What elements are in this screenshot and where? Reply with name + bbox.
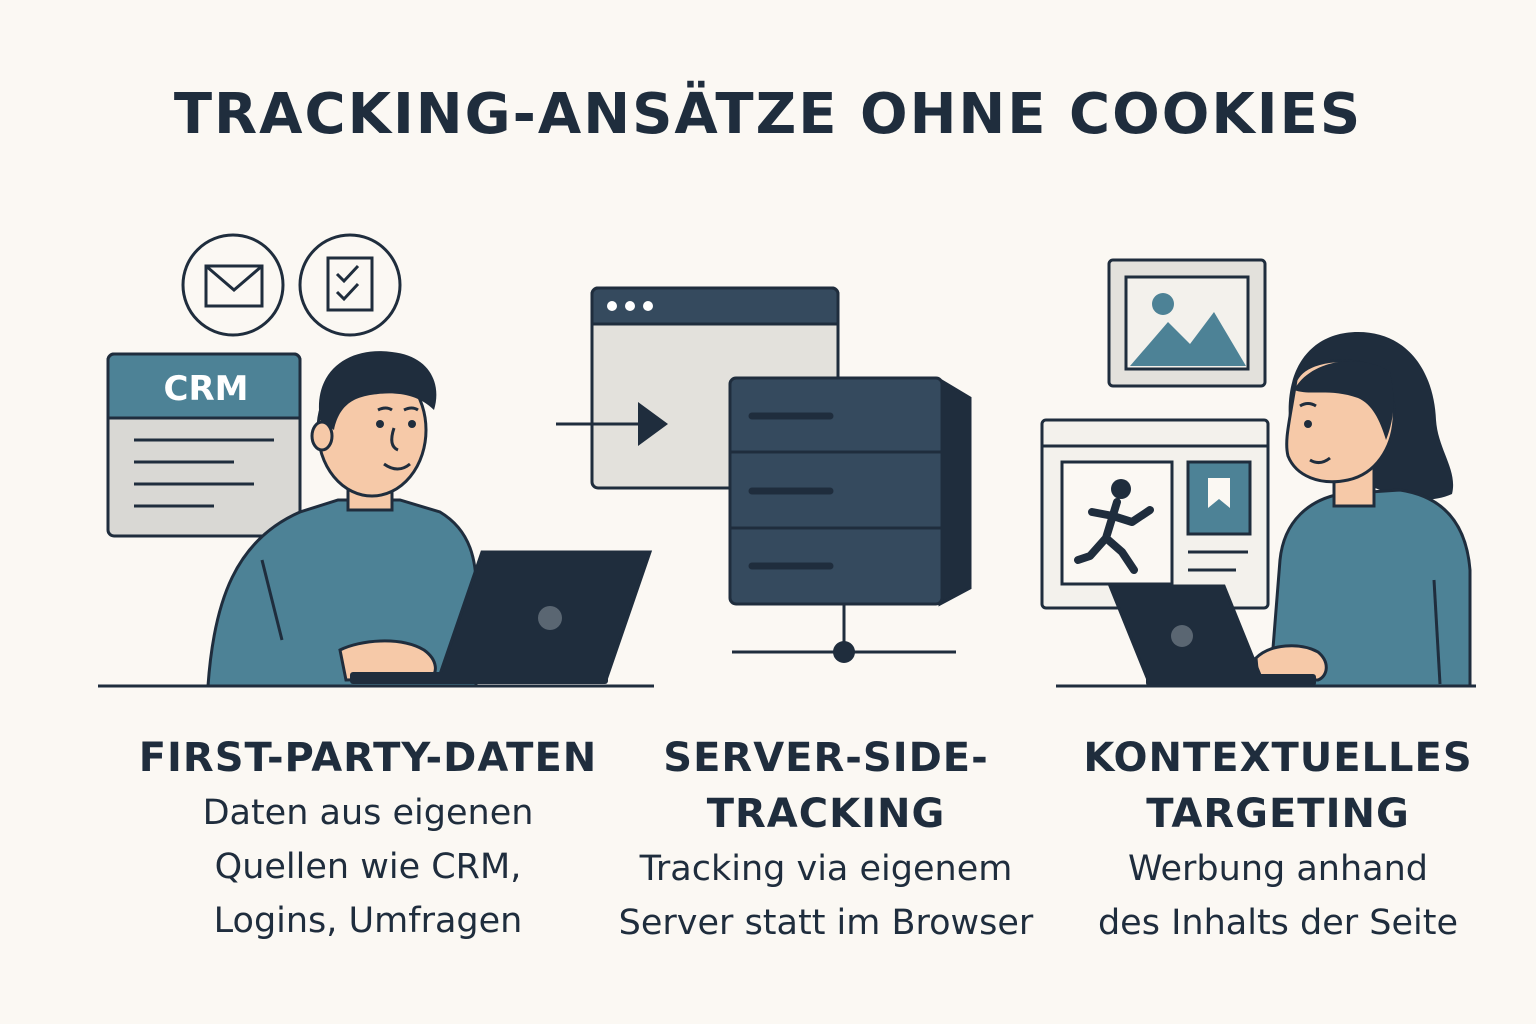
column-description: Werbung anhand des Inhalts der Seite bbox=[1097, 849, 1459, 943]
column-contextual: KONTEXTUELLES TARGETING Werbung anhand d… bbox=[1048, 730, 1508, 950]
column-first-party: FIRST-PARTY-DATEN Daten aus eigenen Quel… bbox=[98, 730, 638, 948]
column-description: Tracking via eigenem Server statt im Bro… bbox=[618, 849, 1034, 943]
bookmark-icon bbox=[1208, 478, 1230, 508]
mail-icon bbox=[181, 233, 285, 337]
laptop bbox=[350, 550, 653, 684]
laptop-right bbox=[1107, 584, 1316, 686]
column-heading: FIRST-PARTY-DATEN bbox=[138, 735, 598, 781]
man-figure bbox=[206, 351, 478, 688]
column-heading: SERVER-SIDE- TRACKING bbox=[663, 735, 989, 837]
column-heading: KONTEXTUELLES TARGETING bbox=[1083, 735, 1473, 837]
image-frame bbox=[1107, 258, 1267, 388]
checklist-icon bbox=[298, 233, 402, 337]
page-title: TRACKING-ANSÄTZE OHNE COOKIES bbox=[173, 82, 1363, 147]
running-person bbox=[1074, 479, 1154, 574]
crm-document: CRM bbox=[106, 352, 302, 538]
column-description: Daten aus eigenen Quellen wie CRM, Login… bbox=[202, 793, 534, 941]
server bbox=[728, 376, 972, 607]
play-arrow bbox=[556, 402, 668, 446]
column-server-side: SERVER-SIDE- TRACKING Tracking via eigen… bbox=[576, 730, 1076, 950]
crm-label: CRM bbox=[164, 369, 249, 409]
woman-figure bbox=[1254, 332, 1472, 688]
network-node bbox=[732, 604, 956, 663]
content-window bbox=[1040, 418, 1270, 610]
